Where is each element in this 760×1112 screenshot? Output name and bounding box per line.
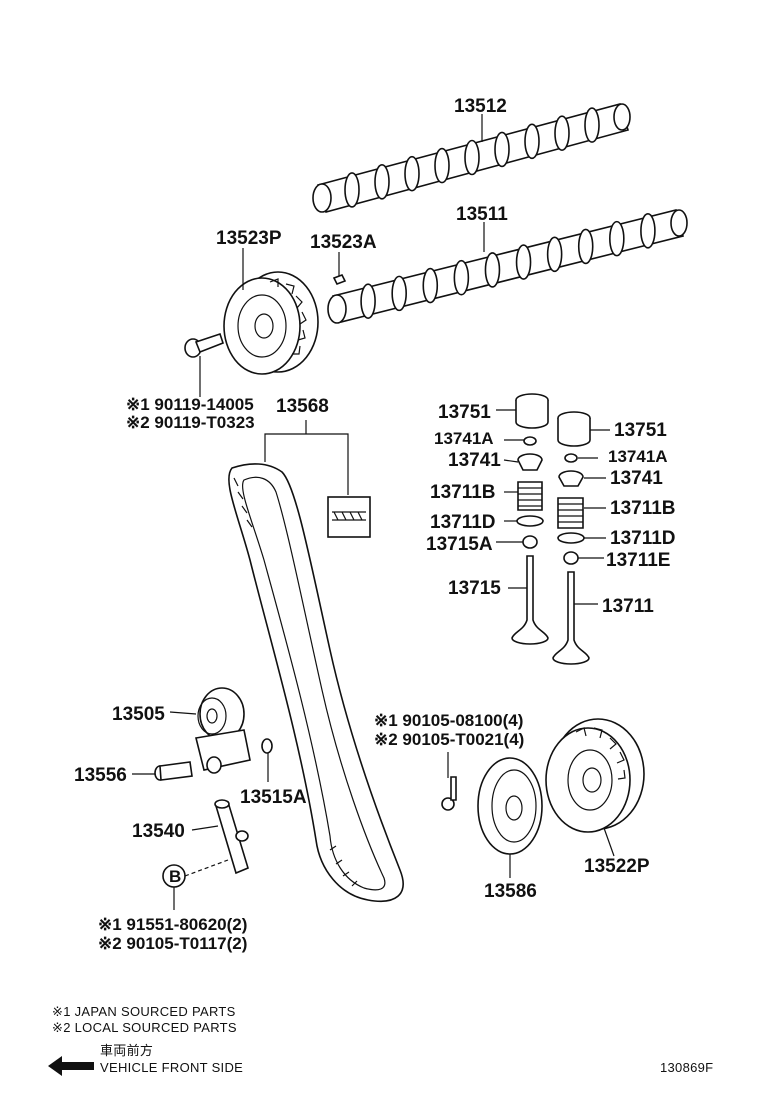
cam-lobe bbox=[404, 155, 420, 192]
cam-lobe bbox=[484, 252, 501, 288]
label-13751-left: 13751 bbox=[438, 402, 491, 423]
label-bolt-c1: ※1 91551-80620(2) bbox=[98, 915, 247, 934]
tensioner-13505 bbox=[195, 687, 251, 774]
valve-train-right bbox=[552, 411, 591, 665]
label-13711D-left: 13711D bbox=[430, 512, 496, 533]
crank-gear-13522P bbox=[545, 718, 645, 833]
front-label-en: VEHICLE FRONT SIDE bbox=[100, 1060, 243, 1075]
valve-train-left bbox=[511, 393, 549, 645]
label-13741-left: 13741 bbox=[448, 450, 501, 471]
footnote-local: ※2 LOCAL SOURCED PARTS bbox=[52, 1020, 237, 1035]
leader-lines bbox=[132, 114, 615, 910]
belt-sample bbox=[327, 496, 371, 538]
label-13568: 13568 bbox=[276, 396, 329, 417]
cam-lobe bbox=[464, 139, 480, 176]
bolt-90119 bbox=[184, 332, 224, 358]
cam-lobe bbox=[453, 259, 470, 296]
cam-lobe bbox=[609, 220, 625, 257]
label-13711: 13711 bbox=[602, 596, 654, 617]
label-13711B-right: 13711B bbox=[610, 498, 676, 519]
label-13711E: 13711E bbox=[606, 550, 670, 571]
footnote-japan: ※1 JAPAN SOURCED PARTS bbox=[52, 1004, 236, 1019]
label-13741-right: 13741 bbox=[610, 468, 663, 489]
label-13715A: 13715A bbox=[426, 534, 493, 555]
cam-lobe bbox=[391, 275, 407, 312]
cam-lobe bbox=[360, 283, 376, 319]
label-13523P: 13523P bbox=[216, 228, 282, 249]
cam-lobe bbox=[546, 236, 563, 273]
camshaft-13511 bbox=[327, 209, 688, 324]
cam-lobe bbox=[524, 123, 540, 160]
timing-belt-13568 bbox=[228, 463, 404, 902]
label-bolt-b2: ※2 90105-T0021(4) bbox=[374, 730, 524, 749]
front-arrow-icon bbox=[48, 1056, 94, 1076]
pushrod-13540 bbox=[214, 799, 249, 875]
cam-lobe bbox=[577, 228, 594, 265]
camshaft-13512 bbox=[312, 103, 631, 213]
label-bolt-b1: ※1 90105-08100(4) bbox=[374, 711, 523, 730]
label-13505: 13505 bbox=[112, 704, 165, 725]
label-bolt-c2: ※2 90105-T0117(2) bbox=[98, 934, 247, 953]
cam-pulley-13523P bbox=[223, 271, 319, 375]
cam-lobe bbox=[374, 164, 390, 200]
cam-lobe bbox=[494, 131, 510, 168]
label-13751-right: 13751 bbox=[614, 420, 667, 441]
front-label-jp: 車両前方 bbox=[100, 1043, 153, 1058]
label-13711D-right: 13711D bbox=[610, 528, 676, 549]
label-bolt-a2: ※2 90119-T0323 bbox=[126, 413, 255, 432]
bolt-13556 bbox=[154, 761, 193, 781]
label-13586: 13586 bbox=[484, 881, 537, 902]
cam-lobe bbox=[422, 267, 439, 304]
crank-pulley-13586 bbox=[477, 757, 543, 855]
washer-13515A bbox=[261, 738, 273, 754]
label-13522P: 13522P bbox=[584, 856, 650, 877]
label-13711B-left: 13711B bbox=[430, 482, 496, 503]
cam-lobe bbox=[515, 244, 532, 280]
key-13523A bbox=[332, 273, 347, 286]
bracket-13568 bbox=[264, 420, 349, 495]
cam-lobe bbox=[344, 172, 360, 208]
cam-lobe bbox=[554, 115, 570, 151]
label-13511: 13511 bbox=[456, 204, 508, 225]
label-13515A: 13515A bbox=[240, 787, 307, 808]
label-13523A: 13523A bbox=[310, 232, 377, 253]
label-13556: 13556 bbox=[74, 765, 127, 786]
label-bolt-a1: ※1 90119-14005 bbox=[126, 395, 254, 414]
label-13741A-left: 13741A bbox=[434, 429, 494, 448]
bolt-90105 bbox=[441, 776, 457, 811]
reference-code: 130869F bbox=[660, 1060, 713, 1075]
label-13540: 13540 bbox=[132, 821, 185, 842]
label-13715: 13715 bbox=[448, 578, 501, 599]
callout-b-letter: B bbox=[169, 867, 181, 886]
label-13741A-right: 13741A bbox=[608, 447, 668, 466]
cam-lobe bbox=[640, 213, 656, 249]
cam-lobe bbox=[434, 147, 450, 184]
label-13512: 13512 bbox=[454, 96, 507, 117]
cam-lobe bbox=[584, 107, 600, 143]
